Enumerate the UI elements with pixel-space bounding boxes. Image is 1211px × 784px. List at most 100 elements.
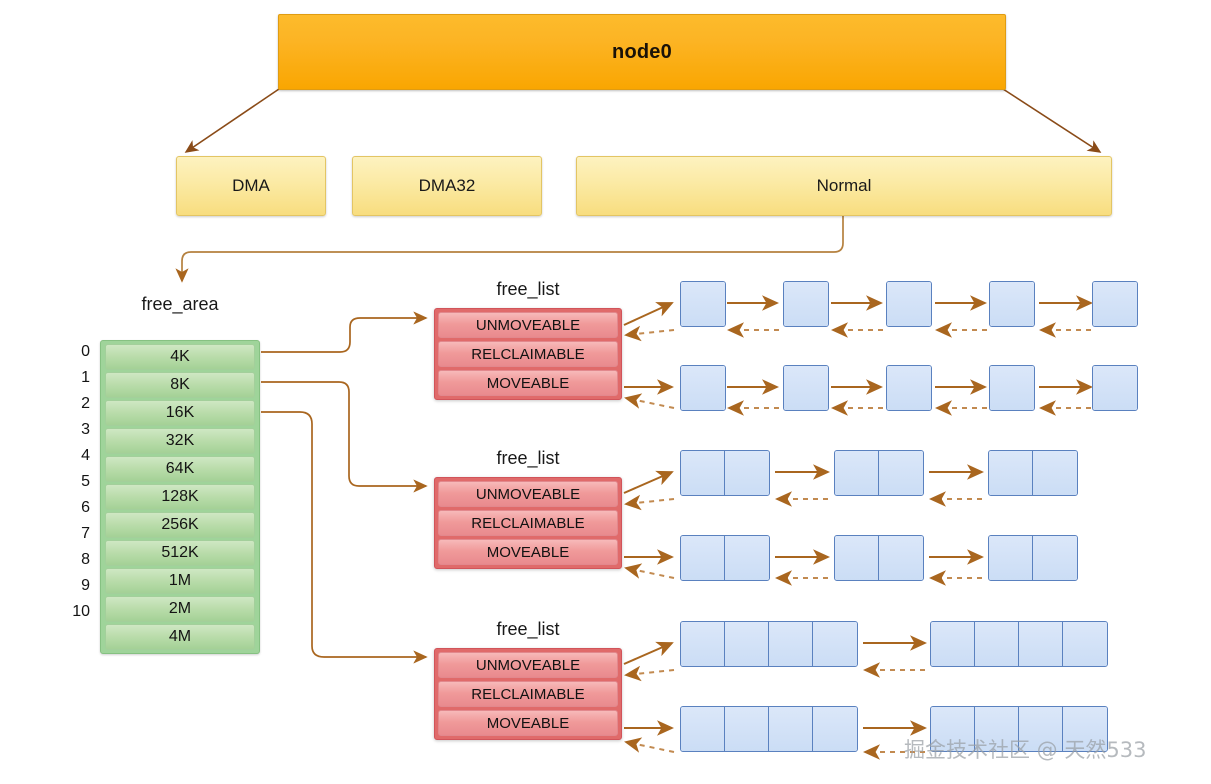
memory-block[interactable] <box>783 365 829 411</box>
memory-page-cell <box>681 707 725 751</box>
memory-block[interactable] <box>989 365 1035 411</box>
memory-page-cell <box>681 366 725 410</box>
zone-normal-label: Normal <box>816 176 872 195</box>
free-area-index: 1 <box>81 369 90 386</box>
free-area-cell[interactable]: 256K <box>105 512 255 538</box>
memory-page-cell <box>725 536 769 580</box>
free-list-box[interactable]: UNMOVEABLE RELCLAIMABLE MOVEABLE <box>434 477 622 569</box>
memory-page-cell <box>784 282 828 326</box>
memory-page-cell <box>975 622 1019 666</box>
free-area-title: free_area <box>141 294 219 314</box>
memory-page-cell <box>931 707 975 751</box>
memory-page-cell <box>879 536 923 580</box>
memory-page-cell <box>990 366 1034 410</box>
memory-block[interactable] <box>988 450 1078 496</box>
free-list-box[interactable]: UNMOVEABLE RELCLAIMABLE MOVEABLE <box>434 308 622 400</box>
memory-page-cell <box>931 622 975 666</box>
free-area-cell[interactable]: 128K <box>105 484 255 510</box>
memory-page-cell <box>769 707 813 751</box>
memory-block[interactable] <box>886 365 932 411</box>
free-list-row-moveable[interactable]: MOVEABLE <box>438 370 618 396</box>
zone-dma32[interactable]: DMA32 <box>352 156 542 216</box>
free-list-row-relclaimable[interactable]: RELCLAIMABLE <box>438 510 618 536</box>
memory-page-cell <box>681 622 725 666</box>
memory-page-cell <box>725 622 769 666</box>
memory-block[interactable] <box>989 281 1035 327</box>
memory-page-cell <box>990 282 1034 326</box>
zone-normal[interactable]: Normal <box>576 156 1112 216</box>
memory-page-cell <box>887 282 931 326</box>
free-list-title: free_list <box>496 279 560 299</box>
zone-dma[interactable]: DMA <box>176 156 326 216</box>
memory-block[interactable] <box>1092 365 1138 411</box>
memory-page-cell <box>725 451 769 495</box>
free-list-row-unmoveable[interactable]: UNMOVEABLE <box>438 481 618 507</box>
memory-page-cell <box>1019 622 1063 666</box>
memory-block[interactable] <box>680 365 726 411</box>
memory-page-cell <box>813 622 857 666</box>
normal-to-free-area-wire <box>175 215 844 283</box>
memory-block[interactable] <box>1092 281 1138 327</box>
memory-block[interactable] <box>988 535 1078 581</box>
free-area-index: 7 <box>81 525 90 542</box>
memory-page-cell <box>835 451 879 495</box>
memory-page-cell <box>681 282 725 326</box>
free-list-row-moveable[interactable]: MOVEABLE <box>438 539 618 565</box>
memory-page-cell <box>1033 451 1077 495</box>
memory-page-cell <box>835 536 879 580</box>
free-area-index: 3 <box>81 421 90 438</box>
free-area-cell[interactable]: 16K <box>105 400 255 426</box>
free-list-box[interactable]: UNMOVEABLE RELCLAIMABLE MOVEABLE <box>434 648 622 740</box>
free-list-row-unmoveable[interactable]: UNMOVEABLE <box>438 652 618 678</box>
memory-block[interactable] <box>680 621 858 667</box>
memory-page-cell <box>879 451 923 495</box>
free-area-cell[interactable]: 4M <box>105 624 255 650</box>
memory-block[interactable] <box>930 706 1108 752</box>
memory-page-cell <box>1063 707 1107 751</box>
memory-page-cell <box>681 451 725 495</box>
memory-block[interactable] <box>834 450 924 496</box>
memory-block[interactable] <box>680 706 858 752</box>
free-list-row-unmoveable[interactable]: UNMOVEABLE <box>438 312 618 338</box>
free-list-row-relclaimable[interactable]: RELCLAIMABLE <box>438 681 618 707</box>
zone-dma-label: DMA <box>232 176 270 195</box>
free-area-cell[interactable]: 64K <box>105 456 255 482</box>
free-list-row-moveable[interactable]: MOVEABLE <box>438 710 618 736</box>
memory-page-cell <box>1019 707 1063 751</box>
memory-block[interactable] <box>886 281 932 327</box>
memory-page-cell <box>784 366 828 410</box>
memory-page-cell <box>975 707 1019 751</box>
free-area-cell[interactable]: 32K <box>105 428 255 454</box>
free-area-cell[interactable]: 1M <box>105 568 255 594</box>
free-area-index: 10 <box>72 603 90 620</box>
free-area-index: 9 <box>81 577 90 594</box>
free-list-title: free_list <box>496 619 560 639</box>
free-area-cell[interactable]: 4K <box>105 344 255 370</box>
free-area-cell[interactable]: 8K <box>105 372 255 398</box>
memory-page-cell <box>813 707 857 751</box>
free-area-index: 0 <box>81 343 90 360</box>
memory-page-cell <box>1093 366 1137 410</box>
free-area-index: 6 <box>81 499 90 516</box>
memory-block[interactable] <box>930 621 1108 667</box>
memory-page-cell <box>1093 282 1137 326</box>
free-area-index: 4 <box>81 447 90 464</box>
node0-label: node0 <box>612 40 672 63</box>
memory-block[interactable] <box>680 535 770 581</box>
memory-block[interactable] <box>834 535 924 581</box>
memory-block[interactable] <box>783 281 829 327</box>
free-list-title: free_list <box>496 448 560 468</box>
free-area-cell[interactable]: 2M <box>105 596 255 622</box>
memory-block[interactable] <box>680 281 726 327</box>
memory-page-cell <box>989 536 1033 580</box>
free-list-row-relclaimable[interactable]: RELCLAIMABLE <box>438 341 618 367</box>
free-area-index: 5 <box>81 473 90 490</box>
memory-block[interactable] <box>680 450 770 496</box>
node0-box[interactable]: node0 <box>278 14 1006 90</box>
free-area-cell[interactable]: 512K <box>105 540 255 566</box>
free-area-to-free-list-wires <box>261 311 428 664</box>
memory-page-cell <box>1063 622 1107 666</box>
